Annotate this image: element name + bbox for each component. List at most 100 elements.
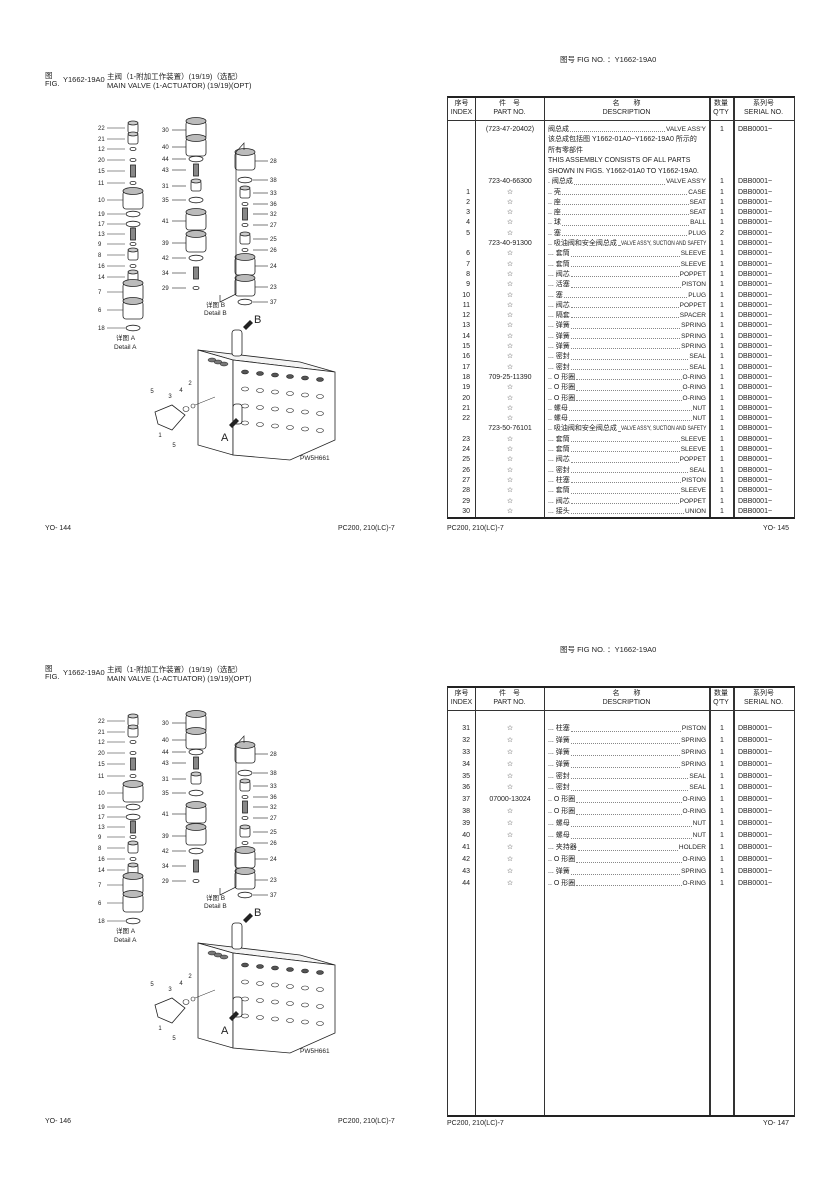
callout-label: 28	[270, 752, 277, 758]
row-desc-cn: O 形圈	[553, 796, 576, 804]
row-part-no: ☆	[506, 250, 514, 258]
row-qty: 1	[720, 497, 724, 505]
seat-part	[182, 999, 190, 1005]
callout-label: 5	[150, 982, 154, 988]
row-part-no: ☆	[506, 363, 514, 371]
row-qty: 1	[720, 507, 724, 515]
detail-b-label-en: Detail B	[204, 310, 227, 317]
callout-label: 31	[162, 184, 169, 190]
row-desc-en: SPRING	[681, 343, 706, 351]
sleeve-top	[234, 846, 256, 854]
valve-port	[316, 377, 324, 382]
row-index: 13	[462, 322, 470, 330]
callout-label: 21	[98, 730, 105, 736]
model-label: PC200, 210(LC)-7	[447, 1120, 504, 1127]
arrow-b-icon	[243, 913, 253, 923]
row-desc-cn: 套筒	[555, 260, 570, 268]
callout-label: 30	[162, 128, 169, 134]
row-qty: 1	[720, 808, 724, 816]
row-part-no: ☆	[506, 466, 514, 474]
cylinder-top	[239, 231, 251, 237]
row-serial: DBB0001~	[738, 126, 773, 133]
valve-port	[301, 392, 309, 398]
o-ring-part	[125, 917, 141, 925]
row-desc-en: PISTON	[681, 476, 706, 484]
callout-label: 12	[98, 740, 105, 746]
row-desc-cn: O 形圈	[553, 855, 576, 863]
row-serial: DBB0001~	[738, 855, 773, 863]
row-serial: DBB0001~	[738, 476, 773, 484]
row-desc-en: SEAT	[689, 198, 707, 206]
row-level: ...	[548, 250, 554, 258]
row-level: ...	[548, 322, 554, 330]
spring-part	[193, 756, 199, 770]
row-index: 36	[462, 784, 470, 792]
callout-label: 41	[162, 219, 169, 225]
small-ring-part	[129, 773, 137, 778]
valve-port	[301, 1019, 309, 1025]
row-index: 21	[462, 404, 470, 412]
row-desc-cn: 密封	[555, 466, 570, 474]
callout-label: 19	[98, 805, 105, 811]
row-level: ...	[548, 353, 554, 361]
row-part-no: ☆	[506, 879, 514, 887]
row-desc-cn: 阀芯	[555, 301, 570, 309]
row-index: 29	[462, 497, 470, 505]
callout-label: 12	[98, 147, 105, 153]
row-serial: DBB0001~	[738, 363, 773, 371]
row-desc-en: POPPET	[679, 456, 706, 464]
row-serial: DBB0001~	[738, 229, 773, 237]
row-qty: 1	[720, 301, 724, 309]
callout-label: 43	[162, 761, 169, 767]
row-index: 40	[462, 832, 470, 840]
row-serial: DBB0001~	[738, 281, 773, 289]
row-desc-en: NUT	[692, 415, 706, 423]
row-desc-en: SLEEVE	[680, 487, 706, 495]
row-qty: 1	[720, 796, 724, 804]
fig-number: Y1662-19A0	[63, 75, 105, 84]
row-index: 27	[462, 476, 470, 484]
row-part-no: ☆	[506, 855, 514, 863]
row-level: ...	[548, 784, 554, 792]
row-part-no: ☆	[506, 843, 514, 851]
callout-label: 14	[98, 275, 105, 281]
spring-part	[193, 163, 199, 177]
valve-port	[256, 1015, 264, 1020]
callout-label: 35	[162, 791, 169, 797]
callout-label: 27	[270, 223, 277, 229]
row-desc-en: NUT	[692, 404, 706, 412]
row-level: ..	[548, 229, 552, 237]
callout-label: 17	[98, 222, 105, 228]
row-level: ..	[548, 198, 552, 206]
row-index: 30	[462, 507, 470, 515]
row-desc-en: SPRING	[681, 322, 706, 330]
fig-label-cn: 图	[45, 664, 53, 673]
row-part-no: ☆	[506, 446, 514, 454]
fig-label-en: FIG.	[45, 79, 60, 88]
row-qty: 1	[720, 404, 724, 412]
row-serial: DBB0001~	[738, 760, 773, 768]
row-qty: 1	[720, 332, 724, 340]
row-qty: 1	[720, 879, 724, 887]
valve-port	[271, 999, 279, 1005]
note-en-line: SHOWN IN FIGS. Y1662-01A0 TO Y1662-19A0.	[548, 167, 699, 175]
row-level: .	[548, 178, 550, 186]
cylinder-top	[127, 131, 139, 137]
callout-label: 26	[270, 841, 277, 847]
small-ring-part	[129, 180, 137, 185]
row-part-no: ☆	[506, 404, 514, 412]
row-serial: DBB0001~	[738, 456, 773, 464]
